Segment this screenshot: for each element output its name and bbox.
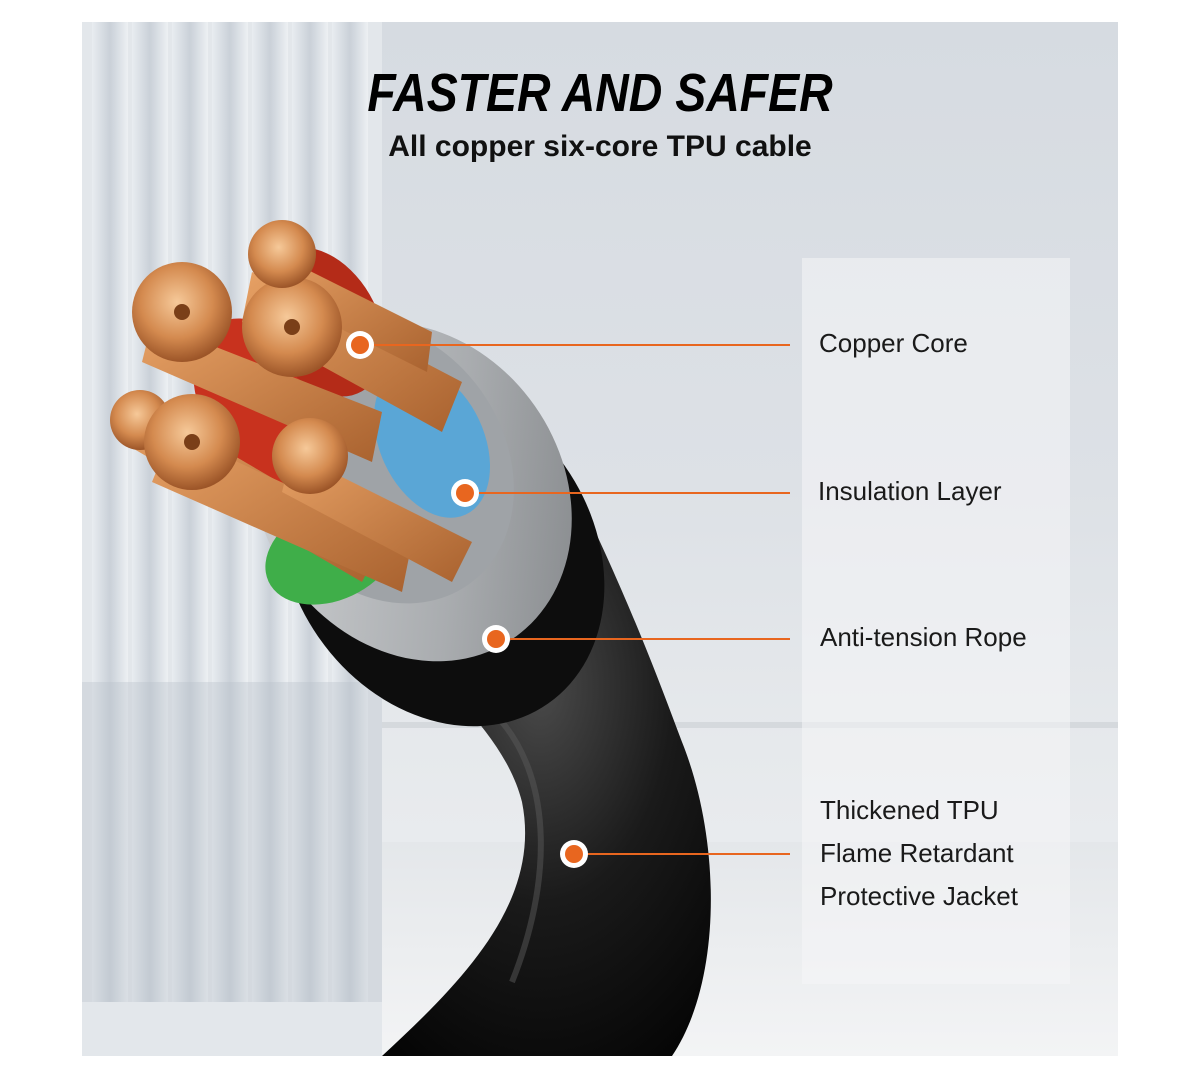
label-panel: [802, 258, 1070, 984]
copper-strands: [110, 220, 472, 592]
headline: FASTER AND SAFER: [367, 63, 833, 123]
insulation-layer-marker-icon: [451, 479, 479, 507]
callout-label-insulation-layer: Insulation Layer: [818, 476, 1002, 506]
protective-jacket-marker-icon: [560, 840, 588, 868]
copper-core-marker-icon: [346, 331, 374, 359]
anti-tension-rope-marker-icon: [482, 625, 510, 653]
cable-illustration: [82, 22, 1118, 1056]
callout-label-copper-core: Copper Core: [819, 328, 968, 358]
subheadline: All copper six-core TPU cable: [388, 130, 812, 163]
callout-markers: [346, 331, 588, 868]
callout-label-anti-tension-rope: Anti-tension Rope: [820, 622, 1027, 652]
callout-lines: [360, 344, 790, 855]
product-image: FASTER AND SAFER All copper six-core TPU…: [82, 22, 1118, 1056]
glass-panels: [82, 22, 382, 1056]
callout-label-protective-jacket: Thickened TPU Flame Retardant Protective…: [820, 795, 1018, 911]
